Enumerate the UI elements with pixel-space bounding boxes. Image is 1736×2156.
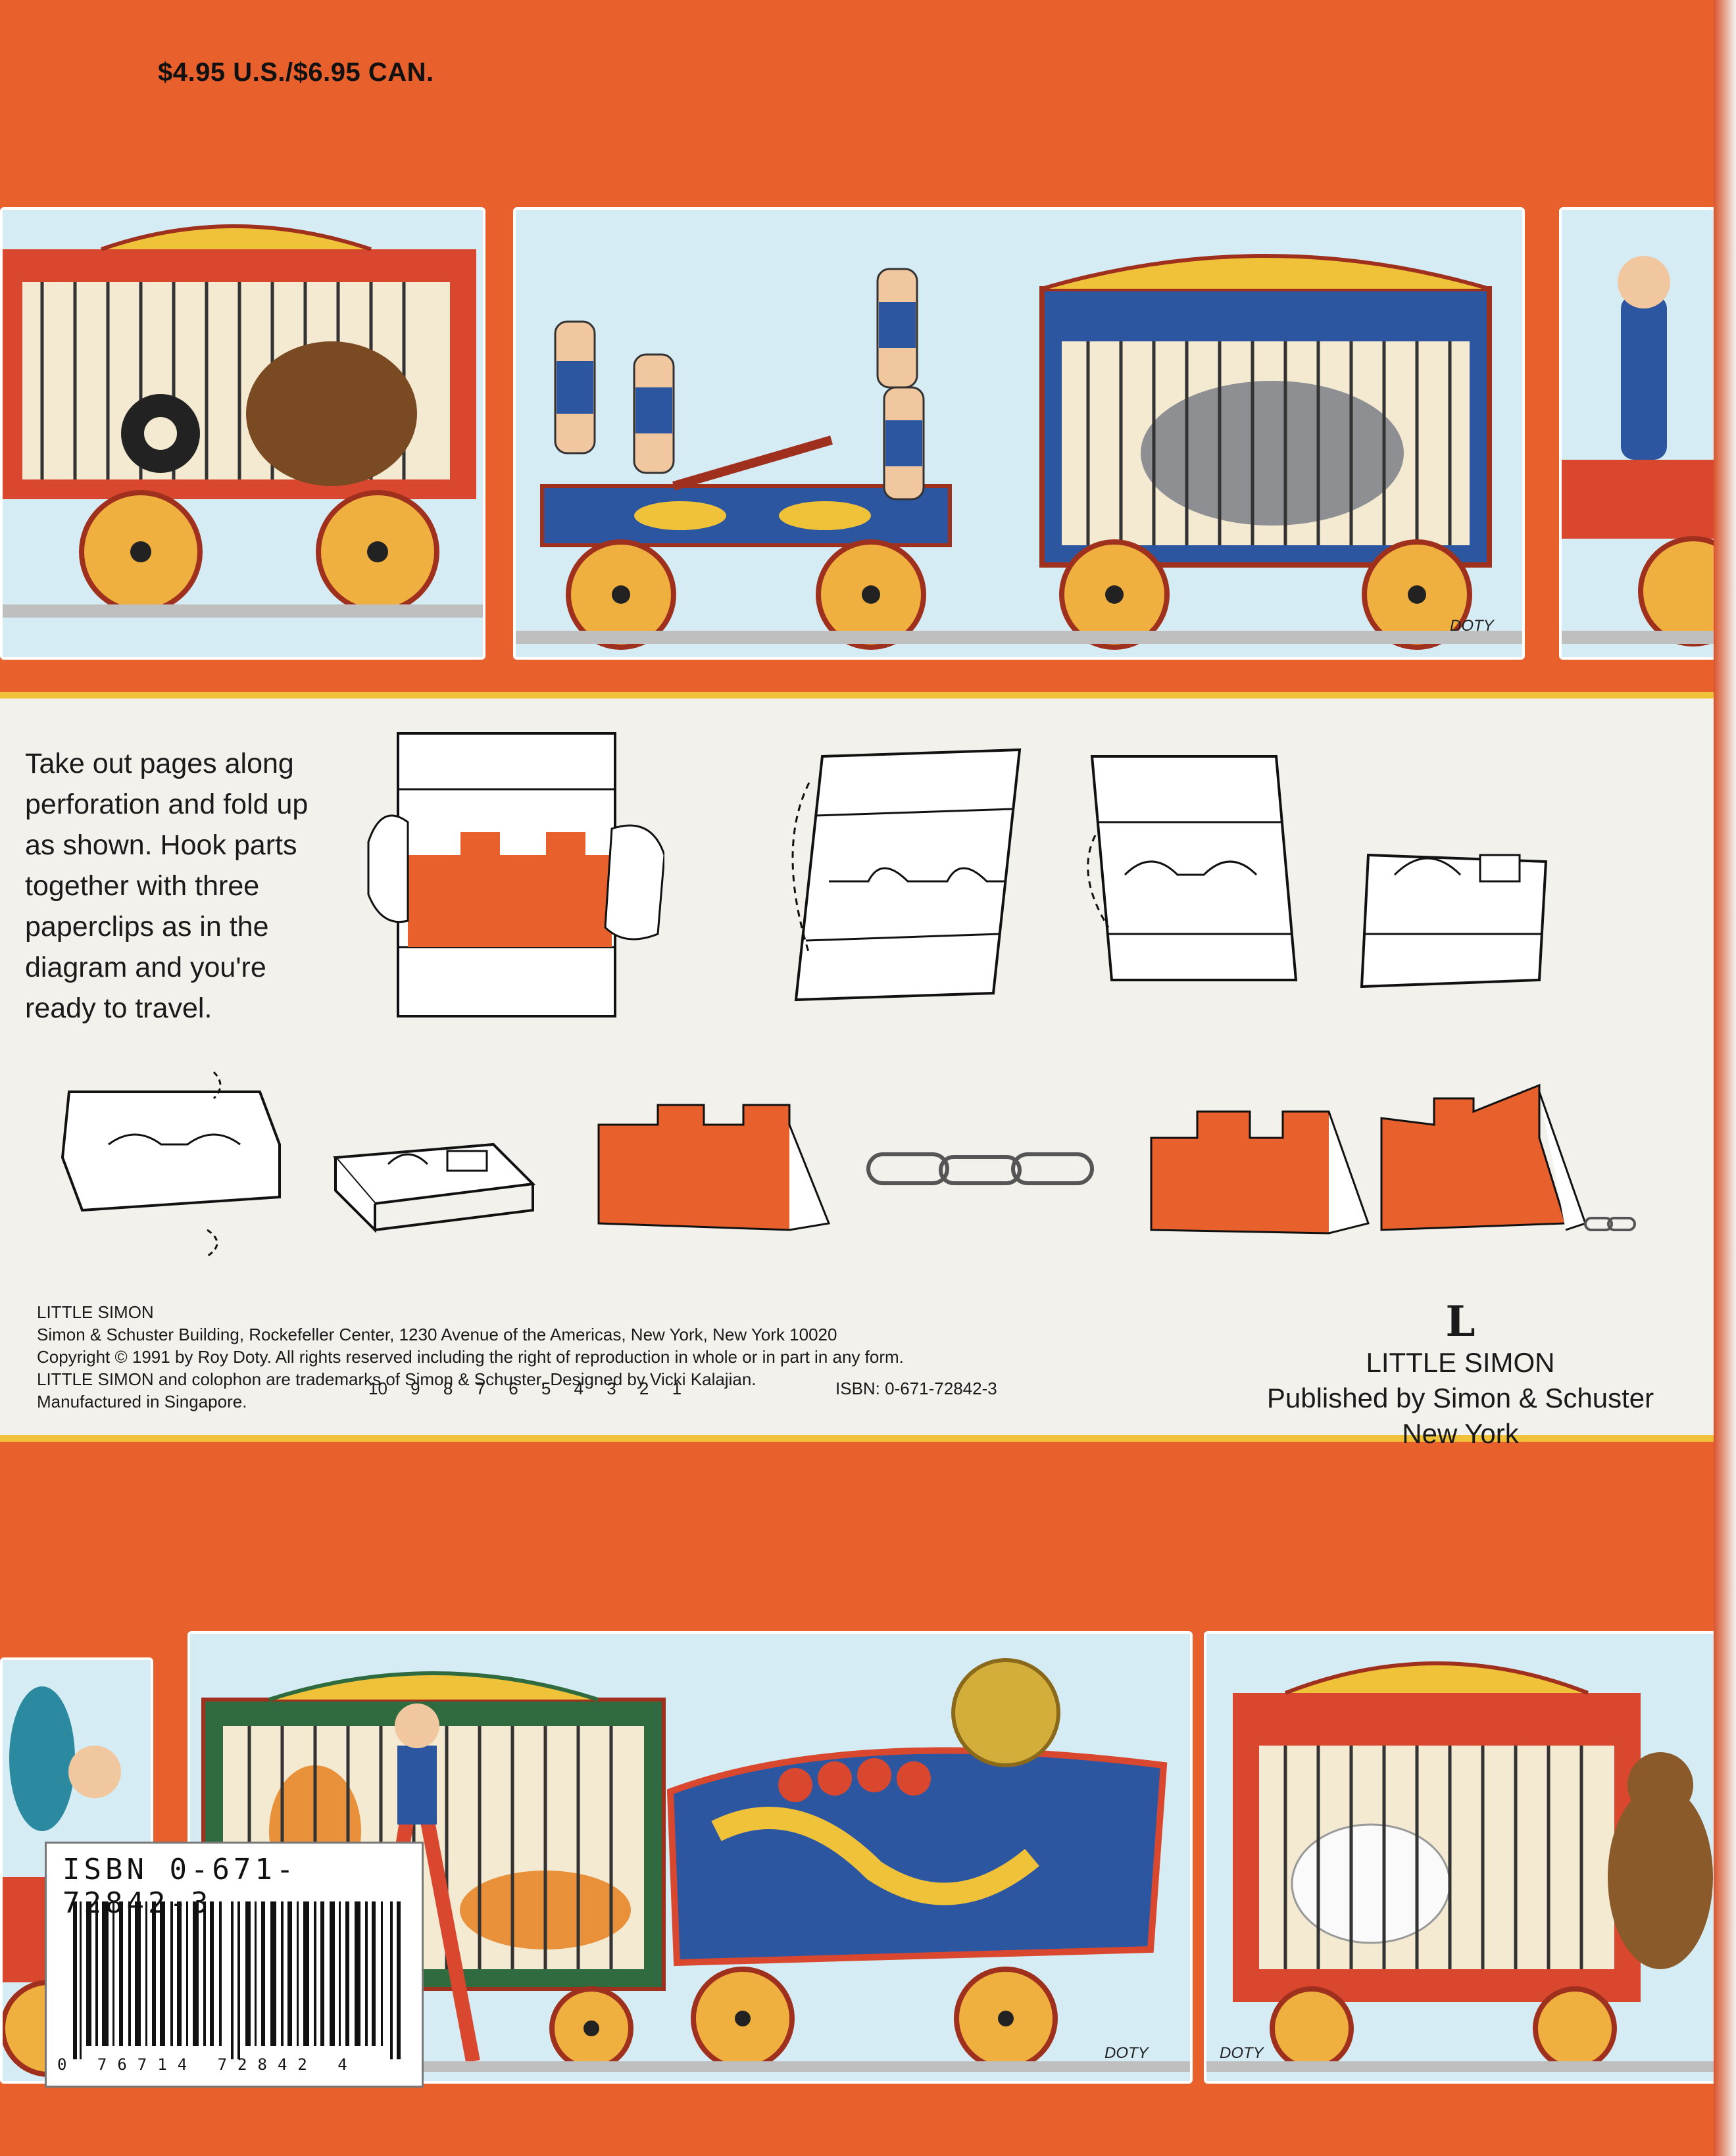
diagram-linked-car-1 xyxy=(1150,1110,1370,1235)
paperclips-chain-icon xyxy=(866,1152,1094,1185)
little-simon-logo-icon: L xyxy=(1445,1297,1476,1346)
diagram-fold-step-1 xyxy=(791,748,1022,1002)
publisher-colophon: L LITTLE SIMON Published by Simon & Schu… xyxy=(1237,1299,1684,1452)
top-panel-acrobats-rhino: DOTY xyxy=(513,207,1525,660)
printing-line-numbers: 10 9 8 7 6 5 4 3 2 1 xyxy=(368,1379,682,1398)
right-edge-car-illustration xyxy=(1562,256,1720,647)
bottom-panel-bear-car: DOTY xyxy=(1204,1631,1722,2084)
artist-signature: DOTY xyxy=(1104,2044,1150,2062)
top-panel-gorilla-car xyxy=(0,207,485,660)
diagram-fold-step-3 xyxy=(1360,853,1548,989)
diagram-remove-page xyxy=(367,732,664,1017)
diagram-fold-step-5 xyxy=(332,1142,536,1233)
artist-signature: DOTY xyxy=(1220,2044,1265,2062)
top-panel-right-car xyxy=(1559,207,1722,660)
diagram-fold-step-2 xyxy=(1087,755,1298,981)
copyright-block: LITTLE SIMON Simon & Schuster Building, … xyxy=(37,1301,1024,1413)
diagram-linked-car-2 xyxy=(1380,1083,1636,1231)
acrobats-rhino-car-illustration: DOTY xyxy=(516,254,1522,650)
barcode-icon xyxy=(73,1901,401,2059)
diagram-fold-step-4 xyxy=(61,1071,281,1256)
barcode-sticker: ISBN 0-671-72842-3 xyxy=(45,1842,424,2088)
publisher-city: New York xyxy=(1402,1418,1519,1449)
barcode-digits: 0 76714 72842 4 xyxy=(57,2055,358,2074)
publisher-imprint: LITTLE SIMON xyxy=(1366,1347,1555,1378)
polar-bear-cage-car-illustration: DOTY xyxy=(1206,1661,1720,2072)
imprint-name: LITTLE SIMON xyxy=(37,1302,154,1322)
isbn-text: ISBN: 0-671-72842-3 xyxy=(835,1379,997,1398)
trademark-notice: LITTLE SIMON and colophon are trademarks… xyxy=(37,1369,756,1389)
diagram-folded-car-orange xyxy=(597,1104,831,1231)
publisher-name: Published by Simon & Schuster xyxy=(1266,1383,1654,1413)
assembly-instructions-text: Take out pages along perforation and fol… xyxy=(25,748,309,1024)
manufacture-notice: Manufactured in Singapore. xyxy=(37,1392,247,1411)
copyright-notice: Copyright © 1991 by Roy Doty. All rights… xyxy=(37,1347,904,1367)
price-label: $4.95 U.S./$6.95 CAN. xyxy=(158,58,434,87)
publisher-address: Simon & Schuster Building, Rockefeller C… xyxy=(37,1325,837,1344)
artist-signature: DOTY xyxy=(1450,617,1495,635)
page-edge xyxy=(1714,0,1736,2156)
gorilla-cage-car-illustration xyxy=(3,224,483,618)
